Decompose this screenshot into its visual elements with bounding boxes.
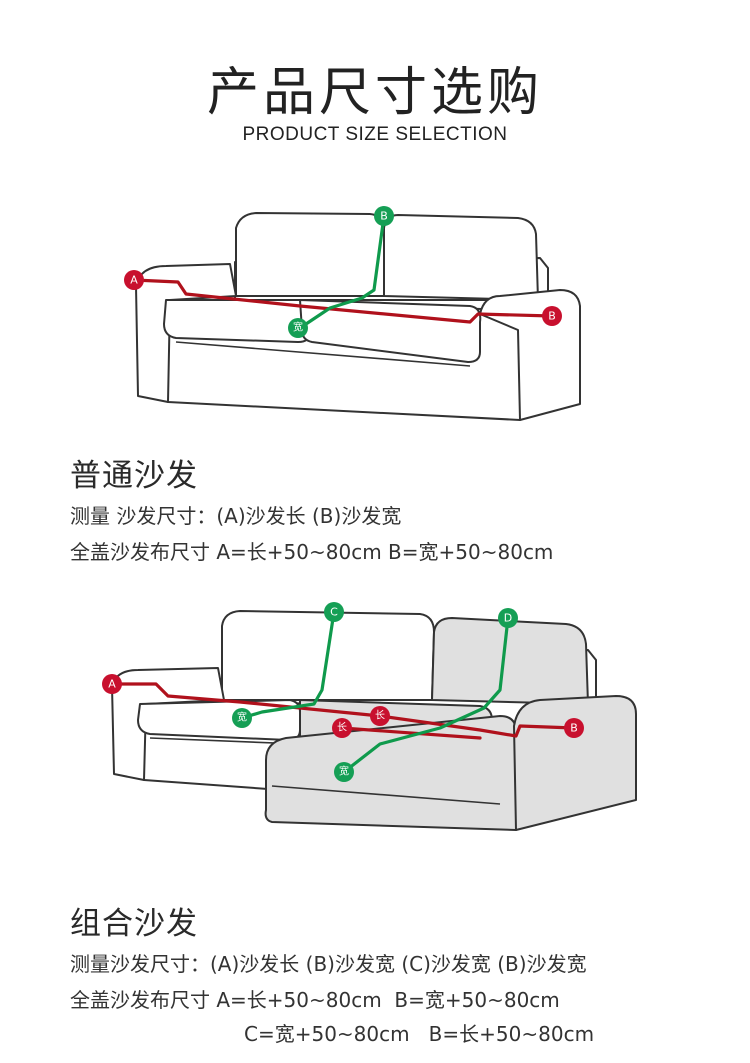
label-length1-icon: 长 [375, 710, 385, 722]
standard-sofa-cover: 全盖沙发布尺寸 A=长+50~80cm B=宽+50~80cm [70, 536, 553, 565]
sectional-sofa-diagram: A B C D 宽 长 长 宽 [0, 595, 750, 845]
label-width2-icon: 宽 [339, 765, 349, 778]
label-a-icon: A [108, 678, 116, 691]
label-b-top-icon: B [380, 210, 388, 223]
label-length2-icon: 长 [337, 722, 347, 734]
label-b-end-icon: B [548, 310, 556, 323]
sectional-sofa-measure: 测量沙发尺寸：(A)沙发长 (B)沙发宽 (C)沙发宽 (B)沙发宽 [70, 948, 587, 977]
standard-sofa-diagram: A B B 宽 [0, 195, 750, 435]
standard-sofa-measure: 测量 沙发尺寸：(A)沙发长 (B)沙发宽 [70, 500, 401, 529]
sectional-sofa-cover-1: 全盖沙发布尺寸 A=长+50~80cm B=宽+50~80cm [70, 984, 560, 1013]
standard-sofa-heading: 普通沙发 [70, 450, 198, 495]
label-a-icon: A [130, 274, 138, 287]
page-title: 产品尺寸选购 [0, 50, 750, 125]
sectional-sofa-heading: 组合沙发 [70, 898, 198, 943]
page-subtitle: PRODUCT SIZE SELECTION [0, 124, 750, 146]
label-d-icon: D [504, 612, 512, 625]
sectional-sofa-cover-2: C=宽+50~80cm B=长+50~80cm [244, 1018, 594, 1047]
label-b-end-icon: B [570, 722, 578, 735]
label-width-icon: 宽 [293, 321, 303, 334]
label-width1-icon: 宽 [237, 711, 247, 724]
label-c-icon: C [330, 606, 338, 619]
